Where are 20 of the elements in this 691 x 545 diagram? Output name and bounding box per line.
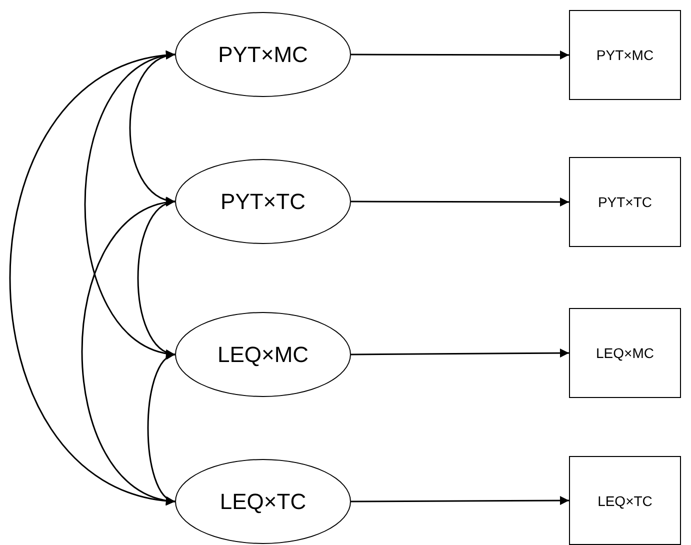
node-label: PYT×TC	[598, 194, 652, 210]
indicator-box	[569, 10, 681, 100]
node-label: PYT×MC	[218, 42, 308, 68]
indicator-box	[569, 456, 681, 545]
node-label: LEQ×MC	[217, 342, 309, 368]
node-label: PYT×MC	[596, 47, 654, 63]
node-label: LEQ×MC	[596, 345, 654, 361]
arrow	[351, 197, 569, 206]
double-headed-arrow	[81, 199, 176, 504]
arrow	[351, 50, 569, 60]
node-label: LEQ×TC	[598, 492, 652, 508]
arrow	[351, 348, 569, 358]
double-headed-arrow	[147, 354, 176, 502]
indicator-box	[569, 308, 681, 398]
double-headed-arrow	[137, 200, 176, 356]
node-label: LEQ×TC	[220, 488, 306, 514]
indicator-box	[569, 157, 681, 247]
arrow	[351, 496, 569, 506]
double-headed-arrow	[10, 52, 176, 504]
node-label: PYT×TC	[220, 188, 306, 214]
